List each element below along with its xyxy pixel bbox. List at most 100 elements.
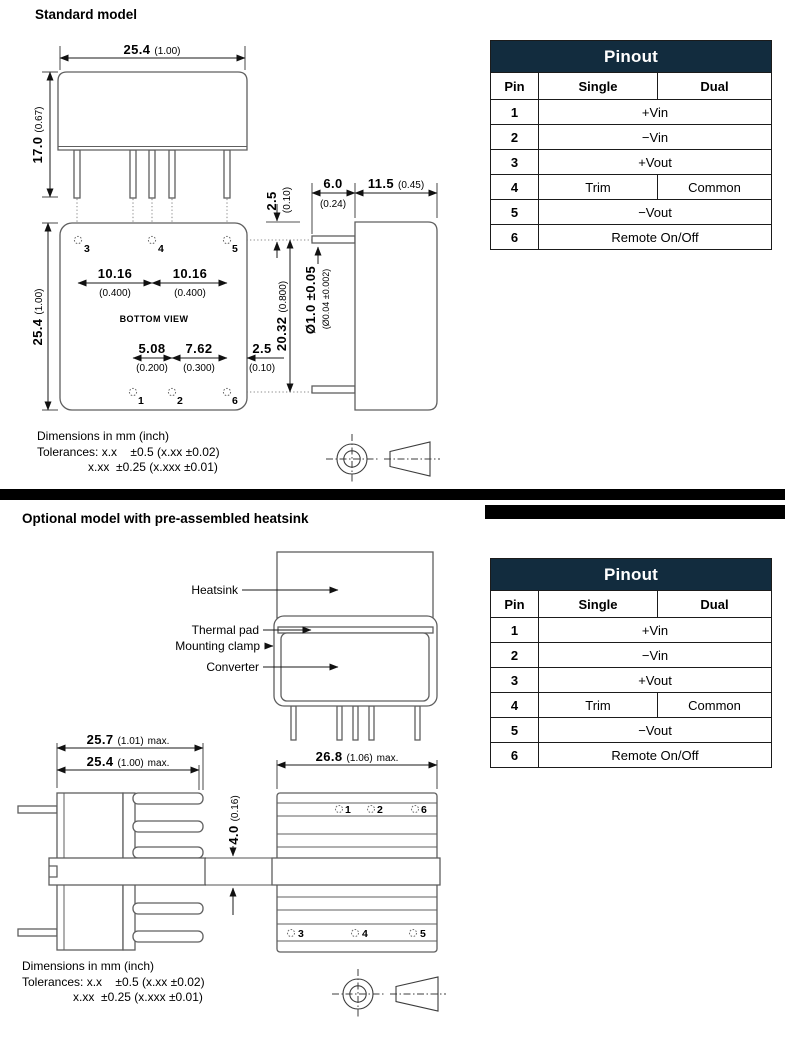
pinout-pin-cell: 4 (490, 692, 539, 718)
dim-w1-label: 25.7(1.01)max. (87, 732, 170, 747)
notes-line-1: Dimensions in mm (inch) (37, 429, 170, 443)
pin-number-3: 3 (298, 928, 304, 940)
pinout-cell: Trim (538, 174, 658, 200)
optional-model-title: Optional model with pre-assembled heatsi… (22, 511, 309, 526)
pinout-cell: Trim (538, 692, 658, 718)
bottom-view: 3 4 5 1 2 6 BOTTOM VIEW (59, 222, 248, 411)
pinout-cell: −Vout (538, 717, 772, 743)
dim-pin-offset-in: (0.10) (282, 187, 293, 213)
front-view (57, 71, 248, 199)
pinout-col-dual: Dual (657, 590, 772, 618)
heatsink-side-view (17, 792, 206, 951)
dim-clamp-height: 4.0(0.16) (205, 795, 273, 915)
dim-pitch2-in: (0.400) (174, 288, 206, 299)
table-row: 3+Vout (490, 667, 772, 693)
right-accent-bar (485, 505, 785, 519)
pinout-col-pin: Pin (490, 72, 539, 100)
dim-edge-in: (0.10) (249, 363, 275, 374)
dim-pin-length-mm: 6.0 (323, 176, 342, 191)
notes-line-1: Dimensions in mm (inch) (22, 959, 155, 973)
pinout-col-dual: Dual (657, 72, 772, 100)
thermal-pad-label: Thermal pad (191, 623, 259, 637)
pinout-title: Pinout (490, 40, 772, 73)
pinout-cell: −Vout (538, 199, 772, 225)
pin-number-4: 4 (362, 928, 368, 940)
pinout-pin-cell: 6 (490, 742, 539, 768)
dim-p12-in: (0.200) (136, 363, 168, 374)
table-row: 5−Vout (490, 199, 772, 225)
section-divider-bar (0, 489, 785, 500)
standard-model-drawing: 25.4(1.00) 17.0(0.67) 3 4 5 1 2 6 BOTTOM… (30, 42, 440, 484)
leader-arrows (242, 586, 339, 671)
dim-pin-diameter-in: (Ø0.04 ±0.002) (321, 269, 331, 329)
pinout-col-pin: Pin (490, 590, 539, 618)
dim-pitch1-mm: 10.16 (98, 266, 133, 281)
dim-front-width-label: 25.4(1.00) (123, 42, 180, 57)
pin-number-6: 6 (421, 804, 427, 816)
table-row: 1+Vin (490, 617, 772, 643)
table-row: 5−Vout (490, 717, 772, 743)
pinout-pin-cell: 2 (490, 124, 539, 150)
dim-pitch-back-row: 10.16 (0.400) 10.16 (0.400) (77, 266, 228, 299)
pin-number-2: 2 (177, 395, 183, 407)
table-row: 1+Vin (490, 99, 772, 125)
side-view (311, 221, 438, 411)
pin-number-2: 2 (377, 804, 383, 816)
pinout-cell: +Vin (538, 617, 772, 643)
heatsink-bottom-view: 1 2 6 3 4 5 (271, 792, 441, 953)
pin-number-1: 1 (345, 804, 351, 816)
dimension-notes: Dimensions in mm (inch) Tolerances: x.x … (37, 429, 220, 476)
dim-p12-mm: 5.08 (139, 341, 166, 356)
notes-line-2: Tolerances: x.x ±0.5 (x.xx ±0.02) (22, 974, 205, 989)
dim-clamp-height-label: 4.0(0.16) (226, 795, 241, 844)
dim-w2-label: 25.4(1.00)max. (87, 754, 170, 769)
pin-number-3: 3 (84, 243, 90, 255)
dim-depth-label: 11.5(0.45) (368, 176, 424, 191)
pinout-cell: −Vin (538, 642, 772, 668)
pinout-cell: −Vin (538, 124, 772, 150)
pin-number-1: 1 (138, 395, 144, 407)
pin-number-4: 4 (158, 243, 164, 255)
pin-number-6: 6 (232, 395, 238, 407)
dim-front-width: 25.4(1.00) (59, 42, 246, 70)
dim-front-height: 17.0(0.67) (30, 71, 58, 198)
pinout-cell: +Vout (538, 149, 772, 175)
dim-side-top: 6.0 (0.24) 11.5(0.45) (311, 176, 438, 234)
dim-pin-offset: 2.5 (0.10) (264, 187, 300, 258)
pinout-pin-cell: 1 (490, 617, 539, 643)
dim-pin-offset-mm: 2.5 (264, 191, 279, 210)
pin-number-5: 5 (420, 928, 426, 940)
mounting-clamp-label: Mounting clamp (175, 639, 260, 653)
dim-row-span: 20.32(0.800) (274, 239, 294, 393)
optional-model-drawing: 25.7(1.01)max. 25.4(1.00)max. 4.0(0.16) (17, 551, 446, 1019)
heatsink-front-view (273, 551, 438, 741)
dimension-notes: Dimensions in mm (inch) Tolerances: x.x … (22, 959, 205, 1006)
notes-line-3: x.xx ±0.25 (x.xxx ±0.01) (73, 990, 203, 1004)
pin-number-5: 5 (232, 243, 238, 255)
pinout-pin-cell: 6 (490, 224, 539, 250)
bottom-view-label: BOTTOM VIEW (120, 314, 189, 324)
converter-label: Converter (206, 660, 259, 674)
dim-pitch1-in: (0.400) (99, 288, 131, 299)
third-angle-projection-icon (332, 969, 446, 1019)
notes-line-3: x.xx ±0.25 (x.xxx ±0.01) (88, 460, 218, 474)
pinout-pin-cell: 1 (490, 99, 539, 125)
pinout-pin-cell: 5 (490, 717, 539, 743)
pinout-cell: Common (657, 692, 772, 718)
pinout-pin-cell: 4 (490, 174, 539, 200)
pinout-pin-cell: 2 (490, 642, 539, 668)
dim-bottom-height: 25.4(1.00) (30, 222, 58, 411)
pinout-col-single: Single (538, 590, 658, 618)
third-angle-projection-icon (326, 434, 440, 484)
notes-line-2: Tolerances: x.x ±0.5 (x.xx ±0.02) (37, 444, 220, 459)
dim-p26-mm: 7.62 (186, 341, 213, 356)
pinout-pin-cell: 3 (490, 149, 539, 175)
pinout-cell: +Vout (538, 667, 772, 693)
dim-p26-in: (0.300) (183, 363, 215, 374)
table-row: 3+Vout (490, 149, 772, 175)
pinout-table-optional: Pinout Pin Single Dual 1+Vin 2−Vin 3+Vou… (490, 558, 772, 768)
